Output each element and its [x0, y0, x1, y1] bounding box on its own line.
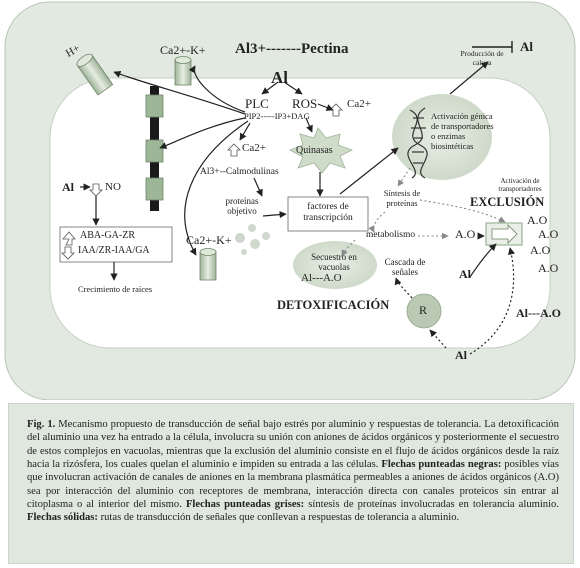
solid-arrows-text: rutas de transducción de señales que con… — [100, 512, 460, 524]
fig-label: Fig. 1. — [27, 419, 56, 430]
ca-k-mid-label: Ca2+-K+ — [186, 233, 232, 247]
al-bottom-label: Al — [455, 348, 467, 362]
crecimiento-label: Crecimiento de raíces — [78, 284, 153, 294]
quinasas-burst — [289, 127, 354, 174]
iaa-label: IAA/ZR-IAA/GA — [78, 245, 150, 256]
arrow-up-icon — [227, 143, 241, 157]
vacuole — [293, 241, 377, 289]
grey-dotted-arrows — [341, 167, 506, 257]
proton-pump — [76, 53, 114, 96]
ao-out-label: A.O — [538, 227, 559, 241]
ca-k-channel-top — [174, 56, 192, 86]
anion-channel — [485, 222, 523, 246]
no-label: NO — [105, 181, 121, 193]
ros-label: ROS — [292, 96, 318, 111]
activacion-genica-label: Activación génica de transportadores o e… — [431, 111, 494, 152]
figure-caption: Fig. 1. Mecanismo propuesto de transducc… — [27, 418, 559, 525]
plc-label: PLC — [245, 96, 269, 111]
arrow-down-icon — [61, 246, 75, 260]
signal-transduction-diagram — [4, 1, 576, 400]
figure-caption-box: Fig. 1. Mecanismo propuesto de transducc… — [8, 403, 574, 564]
al-ao-vac-label: Al---A.O — [301, 272, 342, 284]
ca-k-top-label: Ca2+-K+ — [160, 43, 206, 57]
ao-out-label: A.O — [530, 243, 551, 257]
vesicles — [235, 224, 270, 255]
proteinas-objetivo-label: proteínas objetivo — [225, 196, 259, 217]
exclusion-label: EXCLUSIÓN — [470, 195, 545, 209]
detoxificacion-label: DETOXIFICACIÓN — [277, 298, 390, 312]
ao-out-label: A.O — [527, 213, 548, 227]
black-arrows-text: posibles vías que involucran activación … — [27, 459, 559, 511]
activacion-transportadores-label: Activación de transportadores — [498, 177, 542, 194]
hormone-box — [59, 226, 173, 263]
secuestro-label: Secuestro en vacuolas — [311, 252, 357, 273]
transcription-box — [287, 196, 369, 232]
al-cascada-label: Al — [459, 267, 471, 281]
solid-arrows-label: Flechas sólidas: — [27, 512, 98, 524]
aba-label: ABA-GA-ZR — [80, 230, 135, 241]
pip2-label: PIP2-----IP3+DAG — [244, 111, 310, 121]
black-arrows-label: Flechas punteadas negras: — [381, 459, 502, 471]
factores-label: factores de transcripción — [303, 202, 353, 224]
al-ao-out-label: Al---A.O — [516, 306, 561, 320]
inhibition-bar — [472, 41, 513, 53]
quinasas-label: Quinasas — [296, 145, 333, 156]
arrow-down-icon — [89, 183, 103, 197]
ao-out-label: A.O — [538, 261, 559, 275]
metabolismo-label: metabolismo — [366, 230, 416, 240]
ca-plc-label: Ca2+ — [242, 142, 266, 154]
dna-icon — [407, 107, 428, 179]
ca-k-channel-mid — [199, 248, 217, 281]
membrane-channel — [145, 86, 164, 211]
al3-pectina-label: Al3+-------Pectina — [235, 41, 349, 57]
caption-intro: Mecanismo propuesto de transducción de s… — [27, 419, 559, 471]
receptor-label: R — [419, 303, 428, 317]
calmodulinas-label: Al3+--Calmodulinas — [200, 167, 279, 177]
black-dotted-arrows — [394, 232, 516, 355]
sintesis-label: Síntesis de proteínas — [383, 188, 421, 208]
grey-arrows-text: síntesis de proteínas involucradas en to… — [308, 499, 559, 511]
solid-arrows — [80, 61, 497, 281]
cascada-label: Cascada de señales — [384, 257, 426, 278]
ca-ros-label: Ca2+ — [347, 98, 371, 110]
arrow-up-icon — [62, 231, 76, 246]
al-calosa-label: Al — [520, 39, 533, 54]
al-no-label: Al — [62, 180, 74, 194]
grey-arrows-label: Flechas punteadas grises: — [185, 499, 305, 511]
calosa-label: Producción de calosa — [460, 49, 504, 67]
al-top-label: Al — [271, 68, 288, 87]
receptor — [406, 293, 442, 329]
ao-metab-label: A.O — [455, 227, 476, 241]
